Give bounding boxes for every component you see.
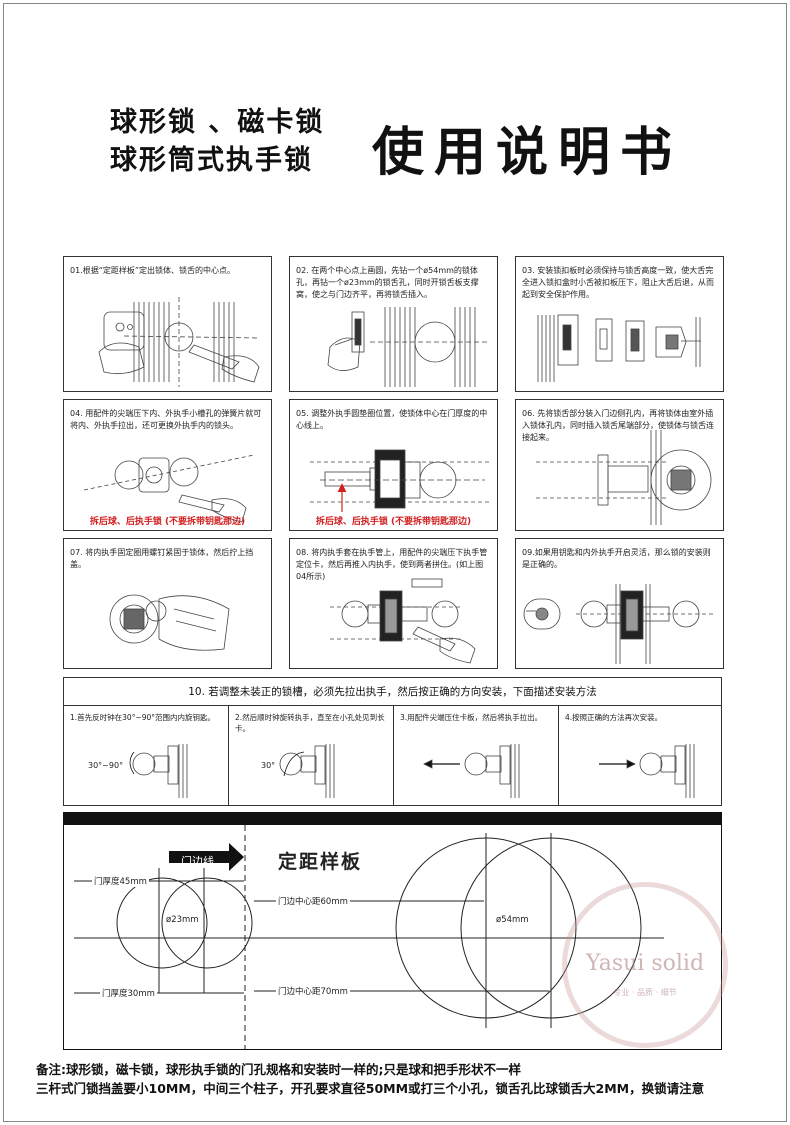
substep-2-angle: 30° [261, 761, 275, 770]
substep-2-text: 2.然后顺时钟旋转执手，直至在小孔处见到长卡。 [235, 713, 385, 733]
step-09-panel: 09.如果用钥匙和内外执手开启灵活，那么锁的安装则是正确的。 [515, 538, 724, 669]
step-06-text: 06. 先将锁舌部分装入门边侧孔内，再将锁体由室外插入锁体孔内，同时插入锁舌尾端… [522, 409, 714, 442]
step-05-warning: 拆后球、后执手锁 (不要拆带钥匙那边) [315, 517, 472, 527]
step-02-illustration [327, 307, 490, 387]
step-01-illustration [98, 297, 260, 387]
step-02-panel: 02. 在两个中心点上画圆，先钻一个ø54mm的锁体孔，再钻一个ø23mm的锁舌… [289, 256, 498, 392]
step-10-substep-2: 2.然后顺时钟旋转执手，直至在小孔处见到长卡。 30° [229, 706, 394, 805]
step-06-illustration [536, 430, 712, 525]
door-edge-arrow [169, 843, 244, 871]
step-08-text: 08. 将内执手套在执手管上，用配件的尖端压下执手管定位卡，然后再推入内执手，使… [296, 548, 488, 581]
step-01-panel: 01.根据“定距样板”定出锁体、锁舌的中心点。 [63, 256, 272, 392]
substep-1-text: 1.首先反时钟在30°~90°范围内内旋钥匙。 [70, 713, 216, 722]
product-types-line1: 球形锁 、磁卡锁 [110, 107, 325, 138]
step-10-panel: 10. 若调整未装正的锁槽，必须先拉出执手，然后按正确的方向安装，下面描述安装方… [63, 677, 722, 806]
product-types: 球形锁 、磁卡锁 球形筒式执手锁 [110, 104, 324, 180]
step-05-panel: 05. 调整外执手圆垫圈位置，使锁体中心在门厚度的中心线上。 拆后球、后执手锁 … [289, 399, 498, 531]
step-04-panel: 04. 用配件的尖端压下内、外执手小槽孔的弹簧片就可将内、外执手拉出，还可更换外… [63, 399, 272, 531]
watermark-tagline: 专业 · 品质 · 细节 [613, 988, 677, 997]
step-08-illustration [330, 578, 476, 664]
step-04-illustration [83, 454, 255, 523]
step-03-panel: 03. 安装锁扣板时必须保持与锁舌高度一致，使大舌完全进入锁扣盒时小舌被扣板压下… [515, 256, 724, 392]
substep-4-illustration [599, 744, 695, 798]
product-types-line2: 球形筒式执手锁 [110, 145, 313, 176]
remarks: 备注:球形锁，磁卡锁，球形执手锁的门孔规格和安装时一样的;只是球和把手形状不一样… [36, 1060, 776, 1098]
step-09-text: 09.如果用钥匙和内外执手开启灵活，那么锁的安装则是正确的。 [522, 548, 711, 569]
step-08-panel: 08. 将内执手套在执手管上，用配件的尖端压下执手管定位卡，然后再推入内执手，使… [289, 538, 498, 669]
hole-23mm-label: ø23mm [166, 915, 199, 925]
template-top-bar [64, 813, 721, 825]
step-04-text: 04. 用配件的尖端压下内、外执手小槽孔的弹簧片就可将内、外执手拉出，还可更换外… [70, 409, 262, 430]
manual-title: 使用说明书 [372, 123, 683, 183]
step-07-panel: 07. 将内执手固定圈用螺钉紧固于锁体，然后拧上挡盖。 [63, 538, 272, 669]
step-10-substep-3: 3.用配件尖端压住卡板，然后将执手拉出。 [394, 706, 559, 805]
hole-54mm-label: ø54mm [496, 915, 529, 925]
step-05-illustration [310, 449, 490, 512]
door-thickness-30-label: 门厚度30mm [100, 987, 157, 999]
step-07-illustration [109, 594, 230, 651]
substep-1-angle: 30°~90° [88, 761, 123, 770]
backset-60-label: 门边中心距60mm [276, 895, 350, 907]
backset-70-label: 门边中心距70mm [276, 985, 350, 997]
step-01-text: 01.根据“定距样板”定出锁体、锁舌的中心点。 [70, 266, 236, 275]
watermark-brand: Yasui solid [585, 951, 705, 976]
substep-3-illustration [423, 744, 520, 798]
step-03-text: 03. 安装锁扣板时必须保持与锁舌高度一致，使大舌完全进入锁扣盒时小舌被扣板压下… [522, 266, 714, 299]
brand-watermark: Yasui solid 专业 · 品质 · 细节 [562, 882, 728, 1048]
step-07-text: 07. 将内执手固定圈用螺钉紧固于锁体，然后拧上挡盖。 [70, 548, 254, 569]
step-04-warning: 拆后球、后执手锁 (不要拆带钥匙那边) [89, 517, 246, 527]
door-thickness-45-label: 门厚度45mm [92, 875, 149, 887]
page-frame [3, 3, 787, 1122]
step-10-substep-4: 4.按照正确的方法再次安装。 [559, 706, 723, 805]
step-03-illustration [537, 314, 701, 382]
step-09-illustration [523, 584, 716, 664]
step-10-heading: 10. 若调整未装正的锁槽，必须先拉出执手，然后按正确的方向安装，下面描述安装方… [64, 678, 721, 706]
substep-1-illustration: 30°~90° [88, 744, 188, 798]
door-hatching [133, 302, 235, 382]
step-02-text: 02. 在两个中心点上画圆，先钻一个ø54mm的锁体孔，再钻一个ø23mm的锁舌… [296, 266, 479, 299]
step-10-substep-1: 1.首先反时钟在30°~90°范围内内旋钥匙。 30°~90° [64, 706, 229, 805]
template-title: 定距样板 [276, 847, 365, 874]
step-05-text: 05. 调整外执手圆垫圈位置，使锁体中心在门厚度的中心线上。 [296, 409, 488, 430]
substep-4-text: 4.按照正确的方法再次安装。 [565, 713, 663, 722]
substep-2-illustration: 30° [261, 744, 335, 798]
remark-line-2: 三杆式门锁挡盖要小10MM，中间三个柱子，开孔要求直径50MM或打三个小孔，锁舌… [36, 1081, 705, 1096]
step-06-panel: 06. 先将锁舌部分装入门边侧孔内，再将锁体由室外插入锁体孔内，同时插入锁舌尾端… [515, 399, 724, 531]
remark-line-1: 备注:球形锁，磁卡锁，球形执手锁的门孔规格和安装时一样的;只是球和把手形状不一样 [36, 1062, 521, 1077]
door-edge-label: 门边线 [181, 855, 214, 868]
substep-3-text: 3.用配件尖端压住卡板，然后将执手拉出。 [400, 713, 543, 722]
